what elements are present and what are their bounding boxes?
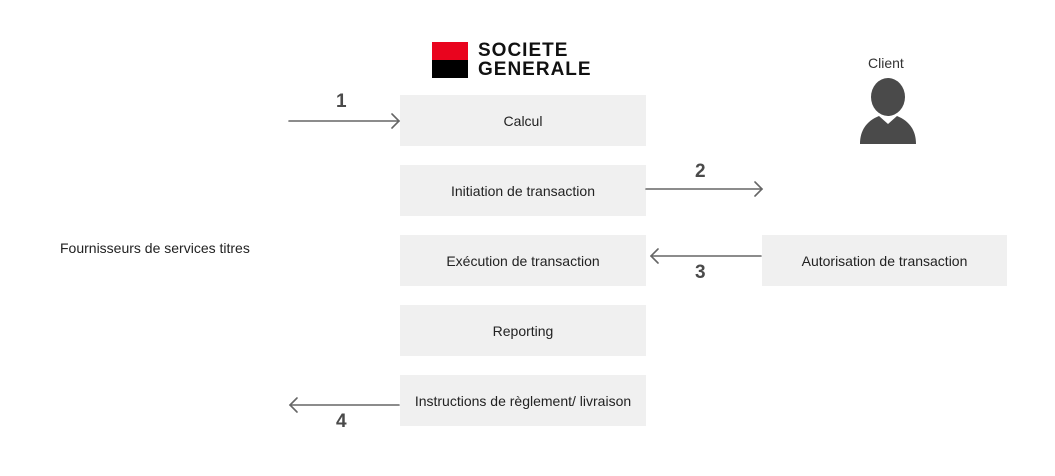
logo-mark — [432, 42, 468, 78]
societe-generale-logo: SOCIETE GENERALE — [432, 41, 617, 82]
fournisseurs-label: Fournisseurs de services titres — [60, 240, 250, 256]
box-execution-transaction: Exécution de transaction — [400, 235, 646, 286]
step-number-2: 2 — [695, 161, 706, 182]
logo-text: SOCIETE GENERALE — [478, 41, 592, 79]
person-icon — [860, 78, 916, 144]
box-autorisation-transaction: Autorisation de transaction — [762, 235, 1007, 286]
box-calcul: Calcul — [400, 95, 646, 146]
client-label: Client — [868, 55, 904, 71]
step-number-3: 3 — [695, 262, 706, 283]
step-number-4: 4 — [336, 411, 347, 432]
step-number-1: 1 — [336, 91, 347, 112]
box-instructions-reglement: Instructions de règlement/ livraison — [400, 375, 646, 426]
box-reporting: Reporting — [400, 305, 646, 356]
logo-line-1: SOCIETE — [478, 40, 569, 61]
logo-line-2: GENERALE — [478, 59, 592, 80]
box-initiation-transaction: Initiation de transaction — [400, 165, 646, 216]
